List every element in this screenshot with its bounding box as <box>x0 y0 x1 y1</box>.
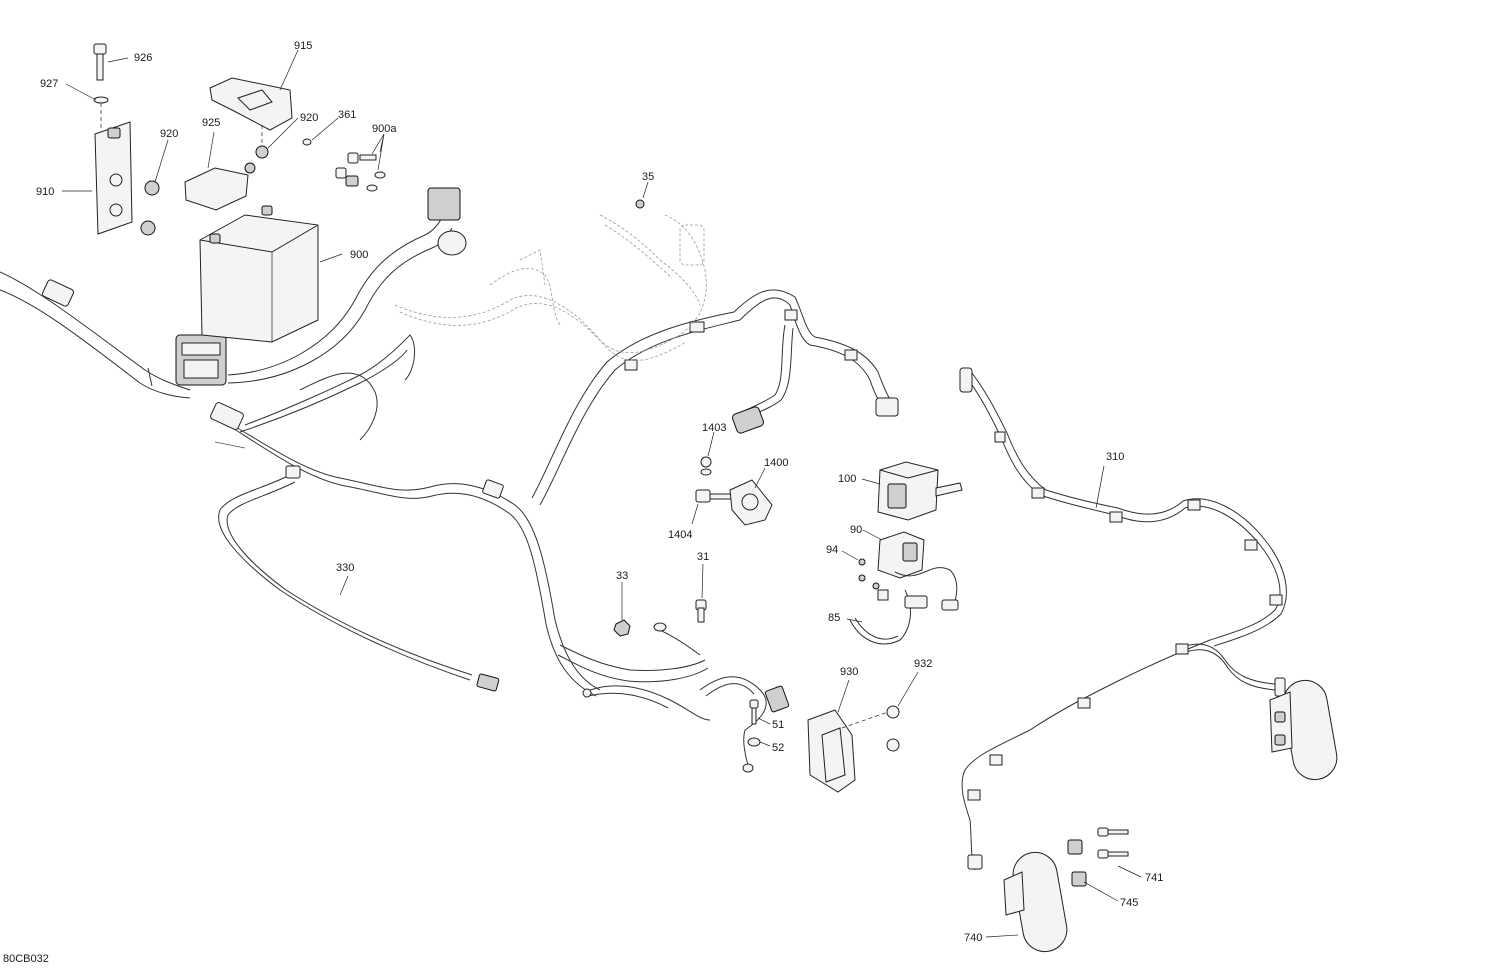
rear-harness-310 <box>959 367 1287 871</box>
bolt-31 <box>695 599 707 623</box>
callout-740: 740 <box>964 932 982 944</box>
callout-926: 926 <box>134 52 152 64</box>
callout-920-a: 920 <box>300 112 318 124</box>
callout-1400: 1400 <box>764 457 788 469</box>
callout-90: 90 <box>850 524 862 536</box>
nut-35 <box>635 199 645 209</box>
nut-33 <box>613 619 631 637</box>
leader-lines <box>62 49 1142 938</box>
callout-94: 94 <box>826 544 838 556</box>
harness-330 <box>218 465 500 692</box>
relay-90 <box>858 531 958 611</box>
module-100 <box>877 461 963 521</box>
module-930 <box>807 705 900 793</box>
callout-31: 31 <box>697 551 709 563</box>
central-harness <box>531 289 899 506</box>
callout-100: 100 <box>838 473 856 485</box>
callout-932: 932 <box>914 658 932 670</box>
callout-910: 910 <box>36 186 54 198</box>
bracket-910 <box>94 121 160 236</box>
battery-900 <box>199 205 319 343</box>
callout-920-b: 920 <box>160 128 178 140</box>
callout-900a: 900a <box>372 123 397 135</box>
cable-85 <box>849 589 959 645</box>
callout-33: 33 <box>616 570 628 582</box>
ghost-frame-harness <box>394 214 707 361</box>
light-740 <box>1003 827 1129 953</box>
callout-927: 927 <box>40 78 58 90</box>
callout-330: 330 <box>336 562 354 574</box>
lower-harness-branch <box>210 334 601 697</box>
callout-51: 51 <box>772 719 784 731</box>
callout-labels: 926 927 915 920 925 920 361 900a 910 900… <box>3 40 1163 965</box>
callout-930: 930 <box>840 666 858 678</box>
callout-1404: 1404 <box>668 529 692 541</box>
callout-85: 85 <box>828 612 840 624</box>
callout-741: 741 <box>1145 872 1163 884</box>
callout-1403: 1403 <box>702 422 726 434</box>
sensor-1400 <box>695 456 773 526</box>
light-rear-right <box>1269 679 1338 781</box>
callout-310: 310 <box>1106 451 1124 463</box>
callout-745: 745 <box>1120 897 1138 909</box>
bolt-51 <box>747 699 761 747</box>
callout-52: 52 <box>772 742 784 754</box>
callout-915: 915 <box>294 40 312 52</box>
upper-harness-branch <box>227 187 467 384</box>
callout-35: 35 <box>642 171 654 183</box>
main-harness-trunk <box>0 271 227 399</box>
terminal-cover-915 <box>209 77 293 159</box>
bolt-926 <box>93 43 109 128</box>
battery-cable <box>557 622 790 773</box>
fasteners-361-900a <box>302 138 386 192</box>
drawing-code: 80CB032 <box>3 953 49 965</box>
callout-900: 900 <box>350 249 368 261</box>
callout-925: 925 <box>202 117 220 129</box>
callout-361: 361 <box>338 109 356 121</box>
cover-925 <box>184 162 256 211</box>
